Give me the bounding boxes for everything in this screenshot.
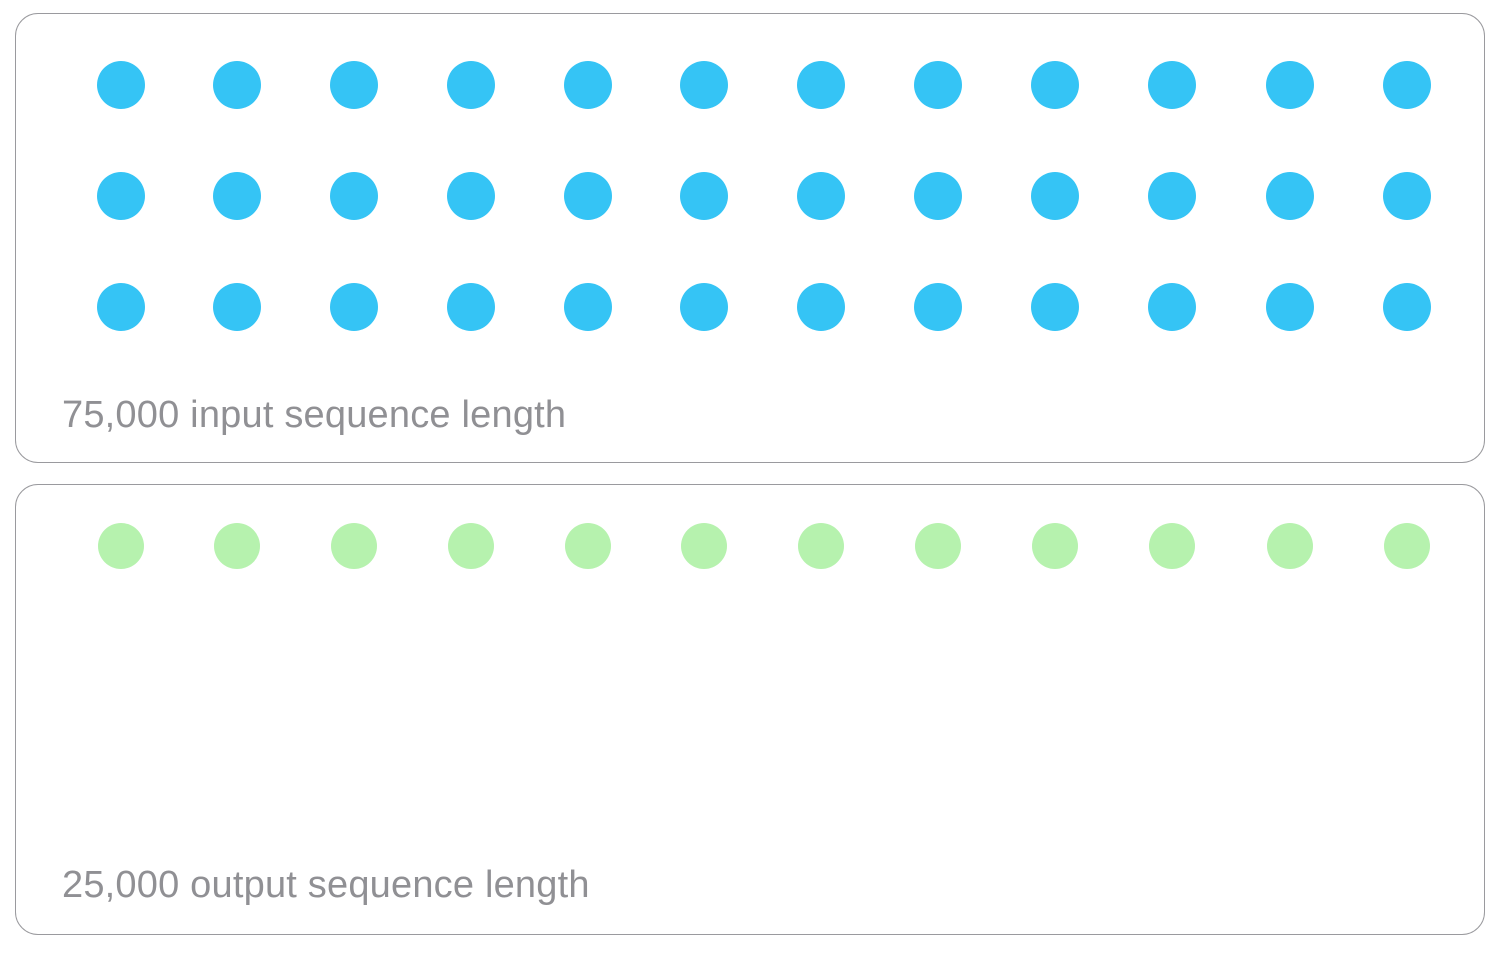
token-dot (97, 172, 145, 220)
output-sequence-card: 25,000 output sequence length (15, 484, 1485, 935)
token-dot (447, 61, 495, 109)
token-dot (797, 172, 845, 220)
token-dot (213, 61, 261, 109)
token-dot (914, 61, 962, 109)
token-dot (1383, 172, 1431, 220)
input-sequence-card: 75,000 input sequence length (15, 13, 1485, 463)
token-dot (1149, 523, 1195, 569)
token-dot (214, 523, 260, 569)
token-dot (798, 523, 844, 569)
token-dot (1267, 523, 1313, 569)
token-dot (213, 172, 261, 220)
token-dot (797, 283, 845, 331)
token-dot (1383, 61, 1431, 109)
token-dot (447, 283, 495, 331)
token-dot (681, 523, 727, 569)
token-dot (97, 61, 145, 109)
token-dot (331, 523, 377, 569)
token-dot (1148, 61, 1196, 109)
token-dot (1384, 523, 1430, 569)
token-dot (914, 172, 962, 220)
token-dot (98, 523, 144, 569)
token-dot (564, 283, 612, 331)
token-dot (680, 61, 728, 109)
token-dot (1031, 283, 1079, 331)
token-dot (1383, 283, 1431, 331)
token-dot (915, 523, 961, 569)
token-dot (797, 61, 845, 109)
token-dot (330, 283, 378, 331)
token-dot (330, 172, 378, 220)
token-dot (330, 61, 378, 109)
token-dot (1266, 172, 1314, 220)
token-dot (1032, 523, 1078, 569)
input-sequence-label: 75,000 input sequence length (62, 394, 567, 436)
token-dot (564, 172, 612, 220)
token-dot (565, 523, 611, 569)
token-dot (1031, 61, 1079, 109)
output-sequence-label: 25,000 output sequence length (62, 864, 590, 906)
token-dot (97, 283, 145, 331)
token-dot (914, 283, 962, 331)
token-dot (447, 172, 495, 220)
token-dot (213, 283, 261, 331)
token-dot (1031, 172, 1079, 220)
token-dot (680, 283, 728, 331)
token-dot (564, 61, 612, 109)
token-dot (1148, 283, 1196, 331)
token-dot (1148, 172, 1196, 220)
token-dot (680, 172, 728, 220)
token-dot (448, 523, 494, 569)
token-dot (1266, 283, 1314, 331)
token-dot (1266, 61, 1314, 109)
